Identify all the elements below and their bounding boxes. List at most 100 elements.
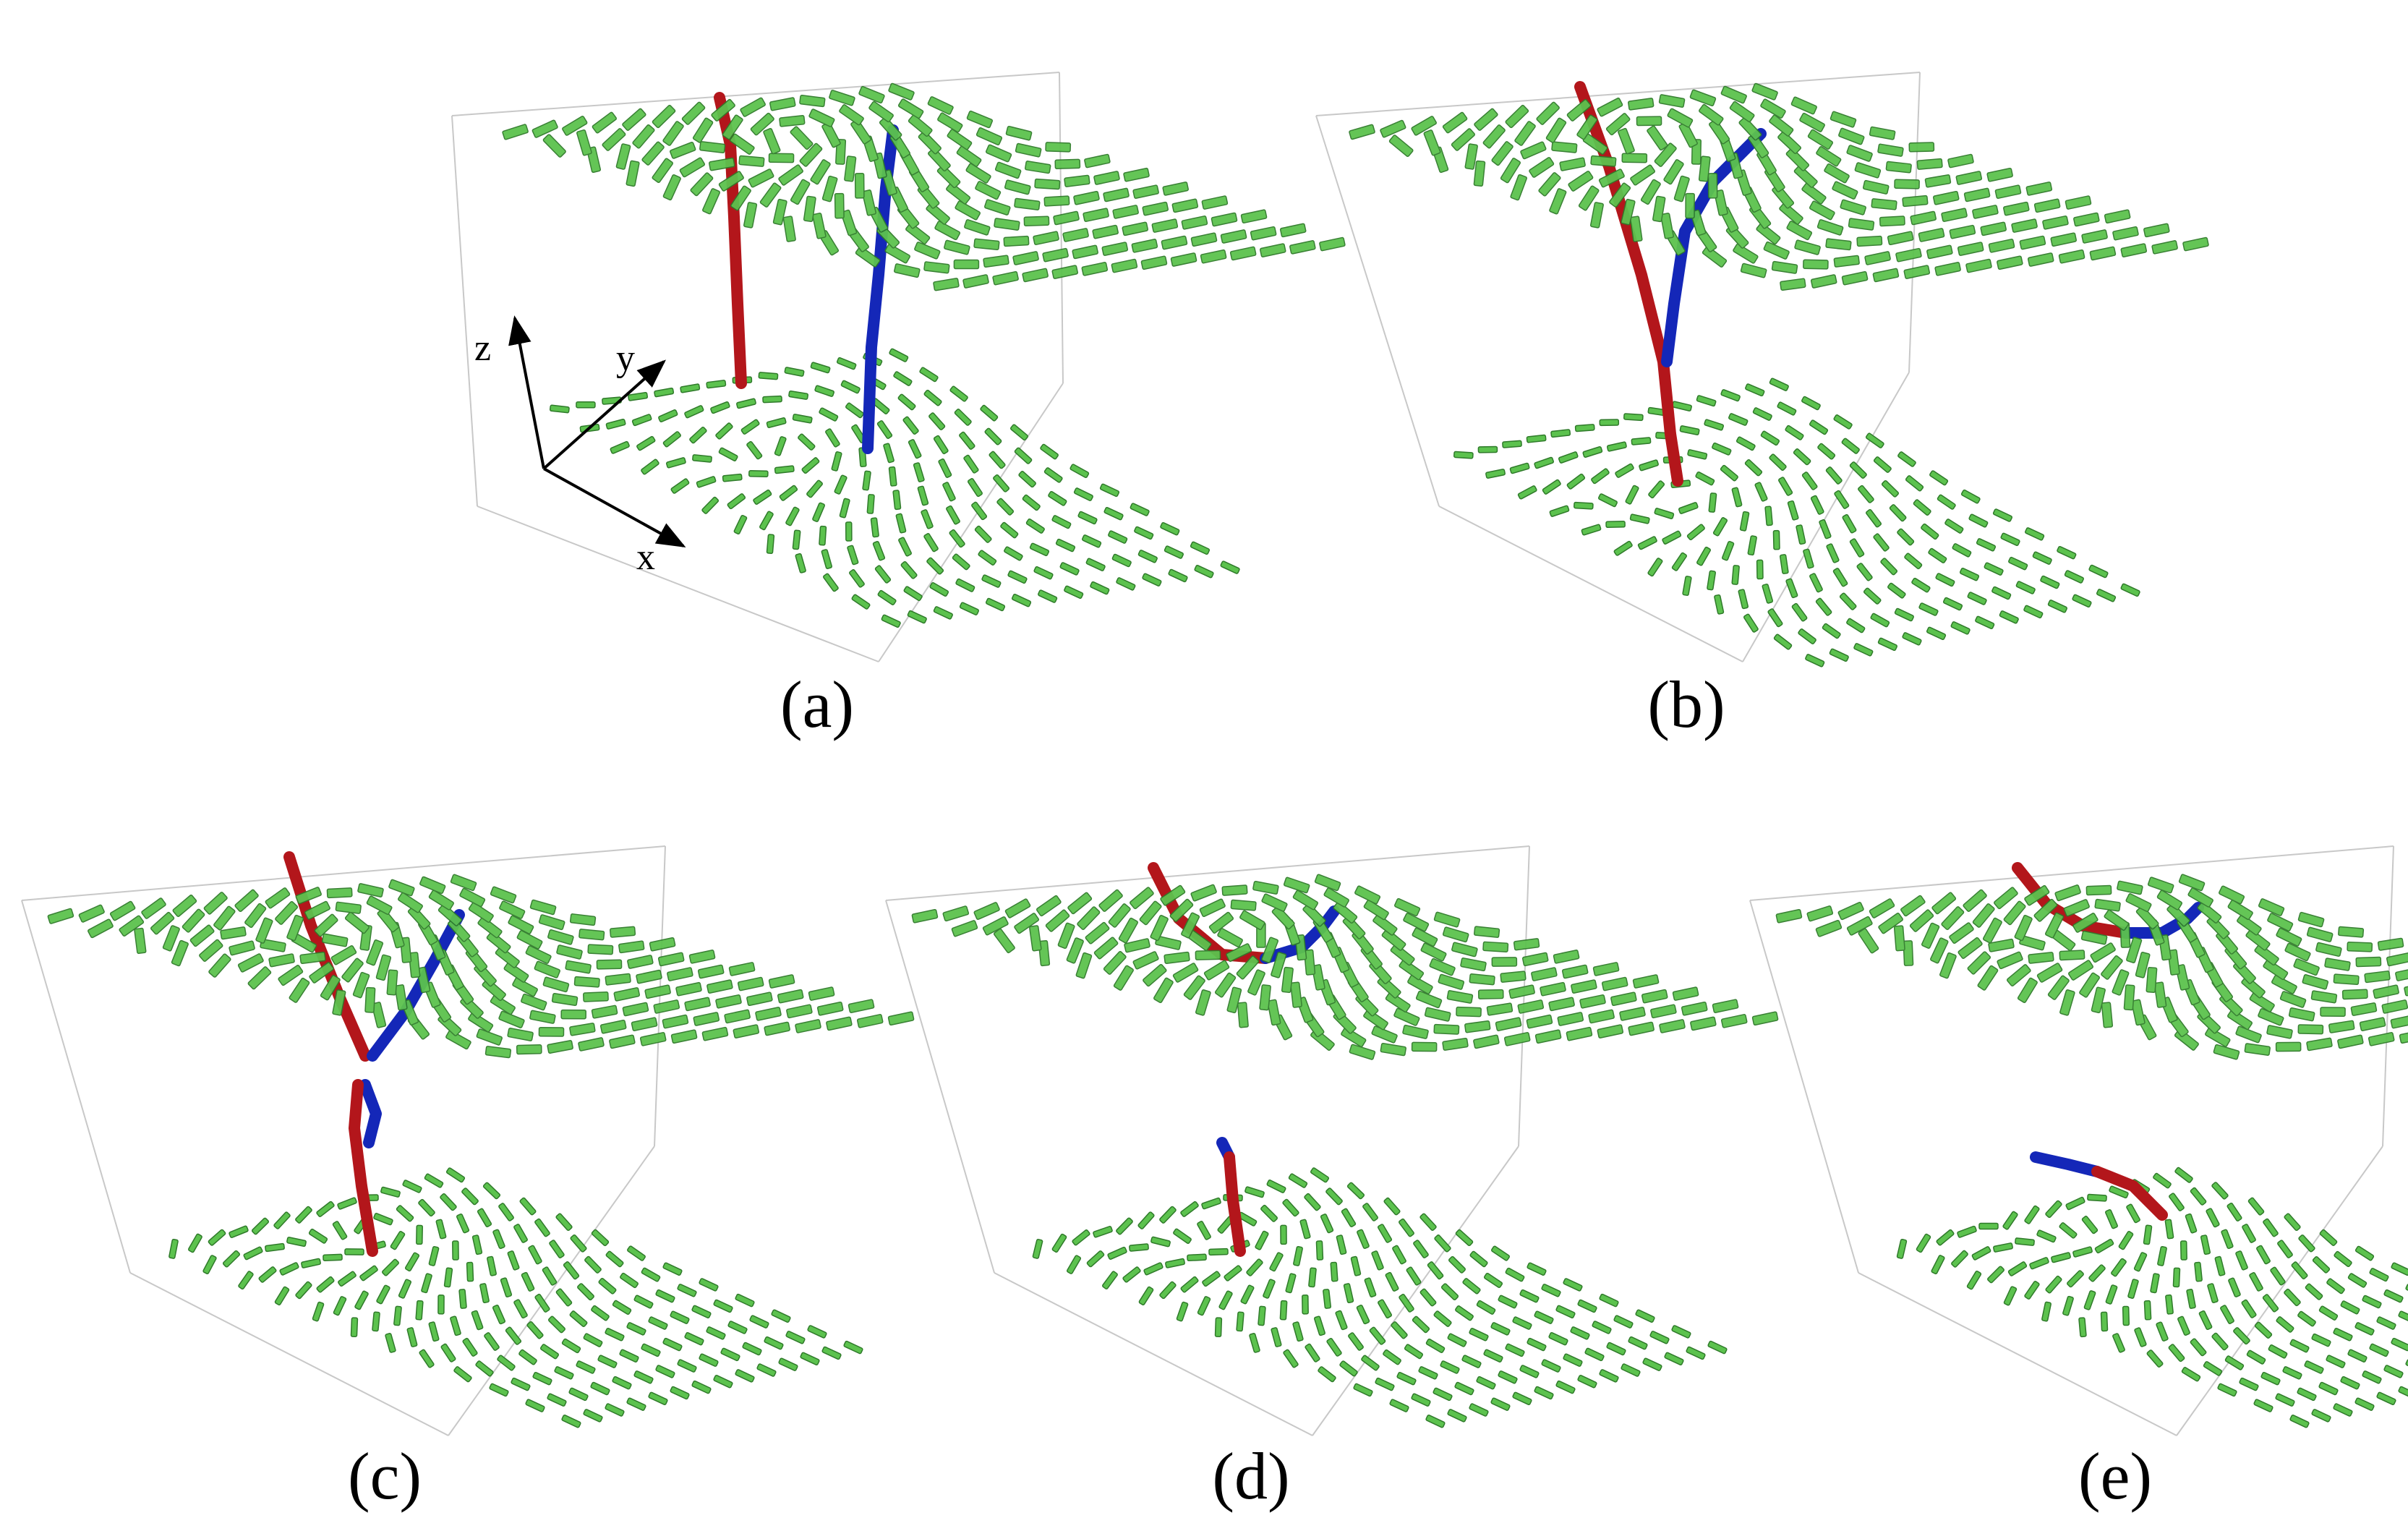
director-rod-top bbox=[2025, 182, 2053, 196]
director-rod-bot bbox=[2109, 1185, 2129, 1199]
director-rod-top bbox=[1618, 127, 1635, 155]
director-rod-top bbox=[2297, 1024, 2324, 1035]
director-rod-top bbox=[965, 163, 991, 184]
director-rod-top bbox=[1557, 1012, 1584, 1026]
director-rod-top bbox=[1629, 216, 1643, 242]
director-rod-top bbox=[1924, 174, 1952, 188]
director-rod-top bbox=[2089, 246, 2117, 261]
director-rod-bot bbox=[933, 435, 949, 455]
director-rod-top bbox=[782, 216, 796, 242]
director-rod-bot bbox=[1679, 425, 1700, 435]
director-rod-bot bbox=[1959, 567, 1980, 581]
director-rod-top bbox=[692, 117, 714, 143]
director-rod-top bbox=[562, 115, 588, 136]
director-rod-bot bbox=[188, 1233, 202, 1253]
director-rod-bot bbox=[2291, 1261, 2308, 1280]
director-rod-bot bbox=[699, 1278, 719, 1292]
director-rod-bot bbox=[1849, 461, 1867, 479]
director-rod-top bbox=[777, 989, 804, 1004]
director-rod-top bbox=[366, 939, 384, 966]
director-rod-bot bbox=[2153, 1172, 2172, 1189]
director-rod-bot bbox=[1469, 1250, 1488, 1268]
director-rod-top bbox=[1380, 119, 1406, 138]
director-rod-bot bbox=[1010, 424, 1028, 441]
director-rod-top bbox=[1442, 926, 1469, 943]
director-rod-top bbox=[503, 961, 529, 983]
director-rod-top bbox=[1214, 972, 1237, 998]
director-rod-top bbox=[728, 962, 756, 976]
director-rod-top bbox=[1921, 922, 1940, 949]
director-rod-top bbox=[1517, 999, 1545, 1014]
director-rod-top bbox=[1838, 127, 1865, 145]
director-rod-bot bbox=[1574, 501, 1594, 510]
director-rod-bot bbox=[2146, 1349, 2164, 1368]
caption-d: (d) bbox=[1212, 1439, 1290, 1513]
director-rod-top bbox=[769, 97, 796, 111]
director-rod-top bbox=[1456, 1006, 1482, 1018]
director-rod-top bbox=[1012, 251, 1039, 265]
director-rod-top bbox=[1495, 1017, 1522, 1031]
director-rod-top bbox=[1181, 216, 1208, 230]
director-rod-bot bbox=[736, 398, 756, 409]
director-rod-top bbox=[1153, 977, 1174, 1004]
director-rod-top bbox=[1854, 162, 1882, 179]
director-rod-bot bbox=[497, 1355, 516, 1371]
director-rod-bot bbox=[2105, 1209, 2118, 1229]
director-rod-bot bbox=[1779, 554, 1789, 574]
director-rod-top bbox=[953, 259, 980, 270]
director-rod-top bbox=[2182, 236, 2209, 252]
director-rod-top bbox=[812, 213, 827, 239]
director-rod-bot bbox=[2383, 1289, 2404, 1303]
director-rod-bot bbox=[2065, 1196, 2085, 1211]
director-rod-bot bbox=[1378, 1299, 1393, 1319]
director-rod-top bbox=[445, 1030, 471, 1050]
director-rod-top bbox=[1887, 231, 1914, 246]
director-rod-top bbox=[908, 114, 933, 137]
director-rod-bot bbox=[2354, 1322, 2375, 1336]
director-rod-bot bbox=[421, 1273, 432, 1294]
director-rod-top bbox=[1640, 179, 1661, 205]
director-rod-bot bbox=[590, 1381, 610, 1396]
box-edge bbox=[448, 1146, 655, 1436]
director-rod-bot bbox=[1325, 1187, 1343, 1206]
director-rod-bot bbox=[1072, 1229, 1090, 1246]
director-rod-top bbox=[2085, 884, 2112, 896]
director-rod-bot bbox=[519, 1197, 537, 1216]
director-rod-bot bbox=[889, 348, 909, 362]
director-rod-bot bbox=[963, 454, 979, 474]
box-edge bbox=[477, 506, 879, 662]
director-rod-top bbox=[1022, 268, 1049, 283]
director-rod-top bbox=[2006, 964, 2031, 987]
director-rod-top bbox=[1237, 1002, 1249, 1028]
director-rod-bot bbox=[393, 1305, 402, 1326]
director-rod-bot bbox=[456, 1214, 470, 1234]
director-rod-bot bbox=[1433, 1387, 1453, 1402]
blue-defect-line bbox=[367, 909, 465, 1062]
director-rod-bot bbox=[626, 1397, 646, 1411]
director-rod-bot bbox=[691, 1305, 712, 1319]
director-rod-top bbox=[1869, 126, 1896, 140]
director-rod-bot bbox=[1512, 1316, 1532, 1330]
director-rod-top bbox=[679, 157, 706, 178]
director-rod-bot bbox=[648, 1316, 668, 1330]
director-rod-bot bbox=[2067, 1270, 2084, 1288]
director-rod-top bbox=[826, 1016, 853, 1031]
director-rod-top bbox=[1941, 906, 1965, 931]
director-rod-bot bbox=[1269, 1252, 1284, 1272]
director-rod-bot bbox=[2000, 532, 2020, 547]
director-rod-bot bbox=[1695, 471, 1715, 486]
director-rod-top bbox=[626, 160, 640, 187]
director-rod-bot bbox=[735, 1293, 755, 1308]
director-rod-bot bbox=[677, 1284, 697, 1297]
director-rod-top bbox=[1521, 952, 1549, 967]
director-rod-bot bbox=[1704, 419, 1725, 431]
director-rod-bot bbox=[1957, 1225, 1977, 1238]
director-rod-top bbox=[1967, 951, 1991, 975]
director-rod-bot bbox=[898, 537, 912, 557]
director-rod-bot bbox=[845, 521, 853, 542]
director-rod-bot bbox=[917, 485, 929, 506]
director-rod-bot bbox=[1483, 1349, 1503, 1362]
director-rod-top bbox=[2058, 249, 2085, 264]
director-rod-bot bbox=[1404, 1344, 1424, 1360]
director-rod-bot bbox=[549, 404, 570, 414]
